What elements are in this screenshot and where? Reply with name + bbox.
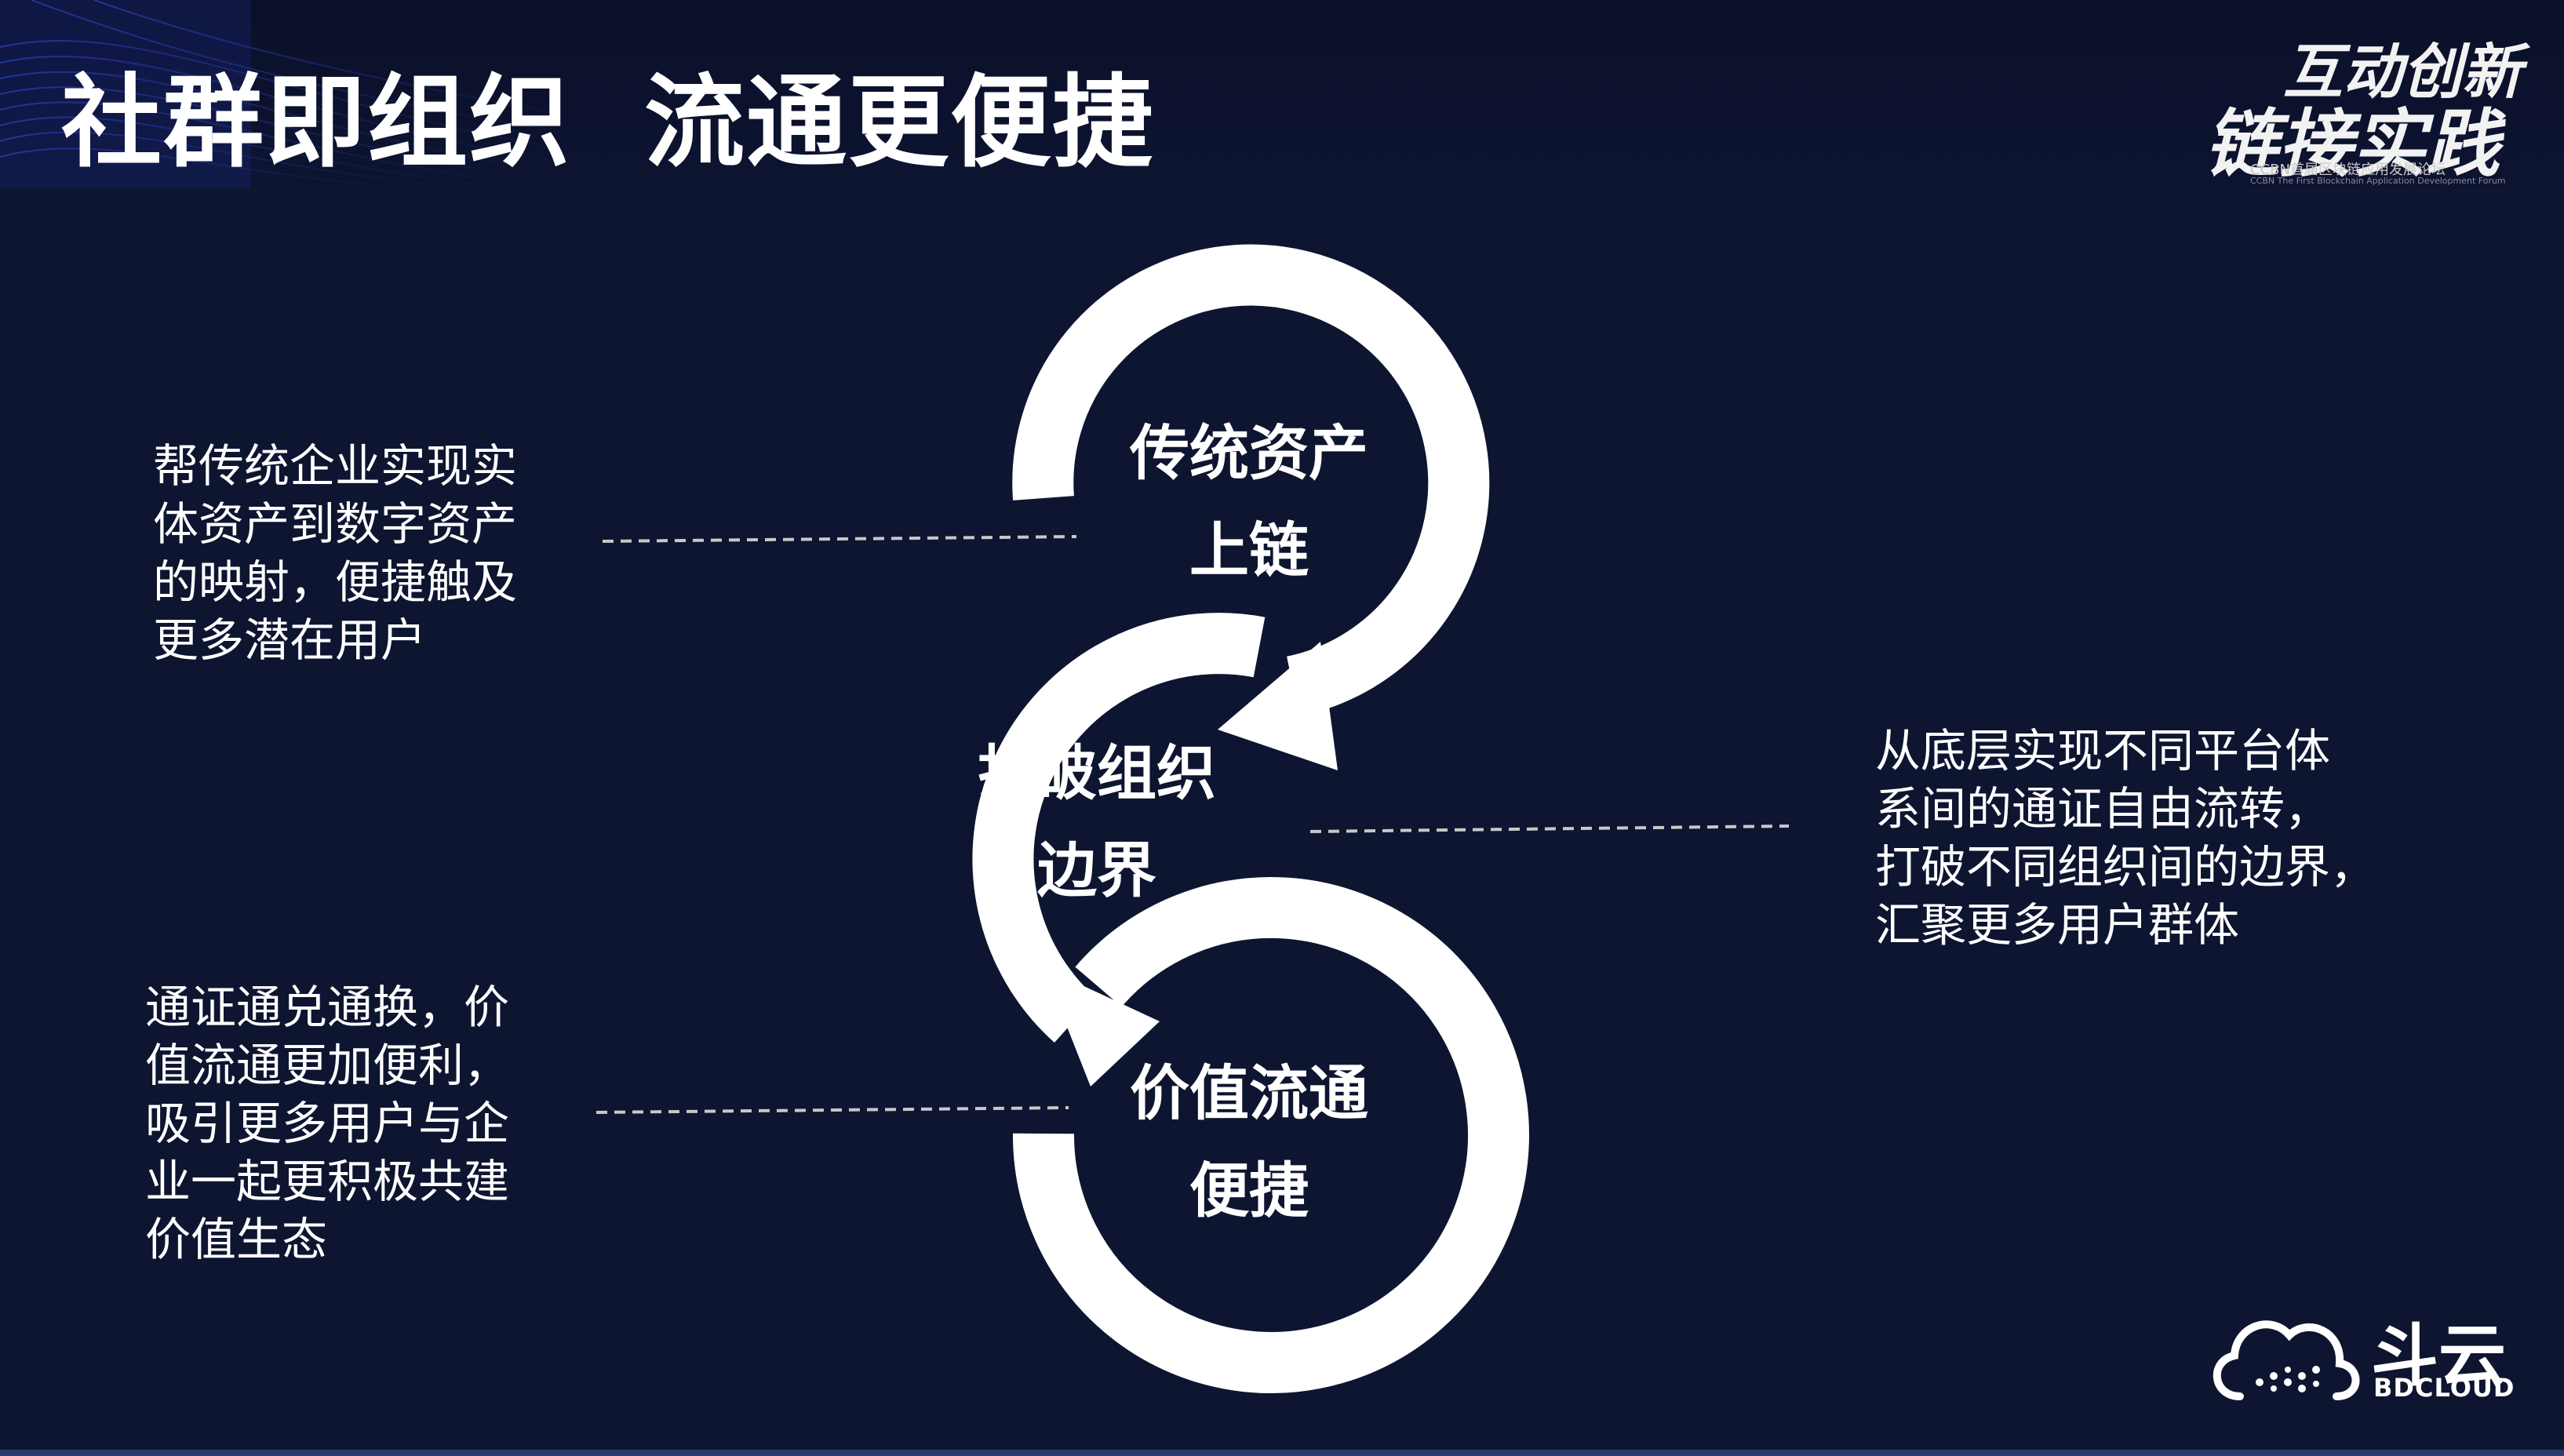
description-line: 通证通兑通换，价	[145, 981, 510, 1034]
event-logo-line2: 链接实践	[2205, 101, 2500, 187]
page-title: 社群即组织 流通更便捷	[61, 64, 1155, 181]
description-line: 价值生态	[145, 1213, 328, 1266]
description-line: 值流通更加便利，	[145, 1039, 510, 1092]
cloud-dots-icon	[2213, 1320, 2360, 1400]
bottom-border	[0, 1450, 2564, 1456]
node-middle-label: 打破组织 边界	[940, 725, 1254, 919]
node-middle-line2: 边界	[1037, 835, 1156, 905]
description-line: 吸引更多用户与企	[145, 1097, 510, 1150]
description-right: 从底层实现不同平台体 系间的通证自由流转， 打破不同组织间的边界， 汇聚更多用户…	[1875, 722, 2376, 954]
node-middle-line1: 打破组织	[978, 738, 1216, 808]
description-line: 打破不同组织间的边界，	[1875, 840, 2376, 894]
node-bottom-line2: 便捷	[1189, 1156, 1309, 1225]
event-logo-line1: 互动创新	[2283, 37, 2522, 107]
event-logo: 互动创新 链接实践 CCBN首届区块链应用发展论坛 CCBN The First…	[2197, 24, 2522, 188]
node-top-line2: 上链	[1189, 515, 1309, 585]
description-line: 业一起更积极共建	[145, 1155, 510, 1208]
cycle-arc-top	[1012, 244, 1490, 717]
node-bottom-line1: 价值流通	[1130, 1058, 1368, 1128]
node-top-label: 传统资产 上链	[1092, 405, 1406, 599]
cycle-arc-middle	[972, 613, 1266, 1043]
connector-line-right	[1309, 824, 1790, 833]
brand-logo: 斗云 BDCLOUD	[2205, 1294, 2518, 1412]
node-top-line1: 传统资产	[1130, 418, 1368, 488]
wave-decoration	[0, 0, 628, 188]
description-bottom-left: 通证通兑通换，价 值流通更加便利， 吸引更多用户与企 业一起更积极共建 价值生态	[145, 978, 509, 1269]
arrowhead-middle	[1043, 967, 1160, 1087]
description-line: 体资产到数字资产	[153, 497, 518, 551]
event-logo-subtitle: CCBN首届区块链应用发展论坛	[2250, 162, 2446, 178]
description-line: 从底层实现不同平台体	[1875, 724, 2331, 777]
brand-name-en: BDCLOUD	[2373, 1373, 2515, 1403]
arrowhead-top	[1218, 642, 1338, 770]
description-line: 更多潜在用户	[153, 613, 427, 667]
header-band	[0, 0, 2564, 188]
description-line: 系间的通证自由流转，	[1875, 782, 2331, 835]
cycle-arc-bottom	[1012, 876, 1529, 1393]
event-logo-subtitle-en: CCBN The First Blockchain Application De…	[2250, 176, 2506, 186]
description-line: 帮传统企业实现实	[153, 439, 518, 493]
node-bottom-label: 价值流通 便捷	[1092, 1045, 1406, 1239]
description-line: 的映射，便捷触及	[153, 555, 518, 609]
connector-line-top	[602, 535, 1077, 543]
brand-name-cn: 斗云	[2371, 1317, 2506, 1396]
description-top-left: 帮传统企业实现实 体资产到数字资产 的映射，便捷触及 更多潜在用户	[153, 437, 517, 669]
description-line: 汇聚更多用户群体	[1875, 898, 2240, 952]
connector-line-bottom	[595, 1106, 1069, 1114]
